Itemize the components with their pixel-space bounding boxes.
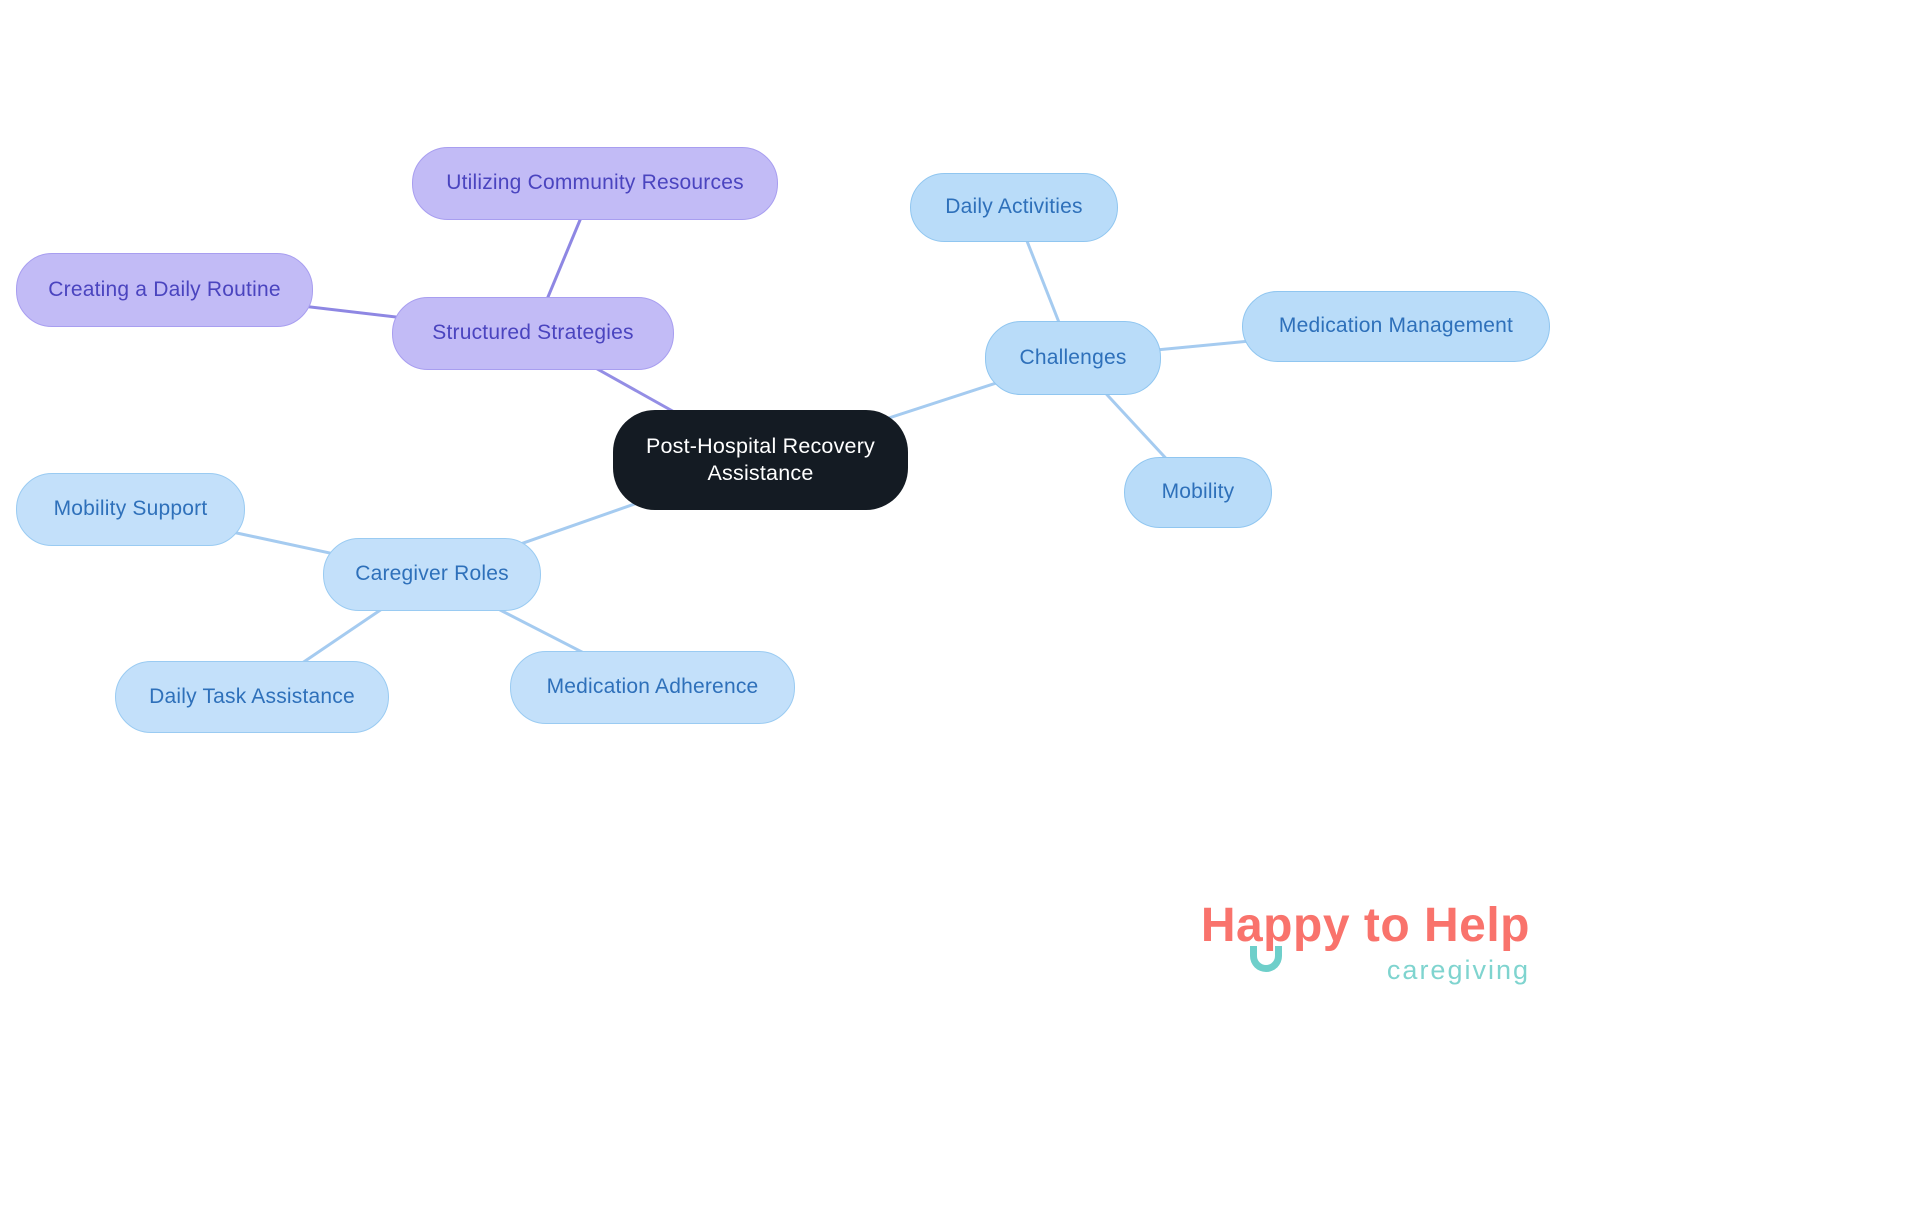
node-label: Caregiver Roles <box>355 562 509 586</box>
logo-title: Happy to Help <box>1200 899 1530 952</box>
node-medication-adherence: Medication Adherence <box>510 651 795 724</box>
node-daily-activities: Daily Activities <box>910 173 1118 242</box>
node-medication-management: Medication Management <box>1242 291 1550 362</box>
node-label: Daily Activities <box>945 195 1083 219</box>
node-label: Medication Management <box>1278 314 1514 338</box>
smile-icon <box>1250 946 1282 972</box>
happy-to-help-logo: Happy to Help caregiving <box>1150 899 1530 986</box>
node-label: Medication Adherence <box>546 675 759 699</box>
node-mobility-support: Mobility Support <box>16 473 245 546</box>
node-challenges: Challenges <box>985 321 1161 395</box>
node-label: Mobility Support <box>53 497 208 521</box>
node-daily-task-assistance: Daily Task Assistance <box>115 661 389 733</box>
node-label: Post-Hospital Recovery Assistance <box>645 434 876 485</box>
node-label: Creating a Daily Routine <box>48 277 281 301</box>
node-label: Daily Task Assistance <box>149 684 355 708</box>
node-caregiver-roles: Caregiver Roles <box>323 538 541 611</box>
logo-subtitle: caregiving <box>1386 954 1530 985</box>
node-label: Utilizing Community Resources <box>446 171 744 195</box>
node-creating-a-daily-routine: Creating a Daily Routine <box>16 253 313 327</box>
node-structured-strategies: Structured Strategies <box>392 297 674 370</box>
node-center-post-hospital-recovery: Post-Hospital Recovery Assistance <box>613 410 908 510</box>
node-label: Challenges <box>1019 345 1127 369</box>
node-utilizing-community-resources: Utilizing Community Resources <box>412 147 778 220</box>
node-label: Structured Strategies <box>432 321 634 345</box>
node-mobility: Mobility <box>1124 457 1272 528</box>
node-label: Mobility <box>1161 480 1235 504</box>
